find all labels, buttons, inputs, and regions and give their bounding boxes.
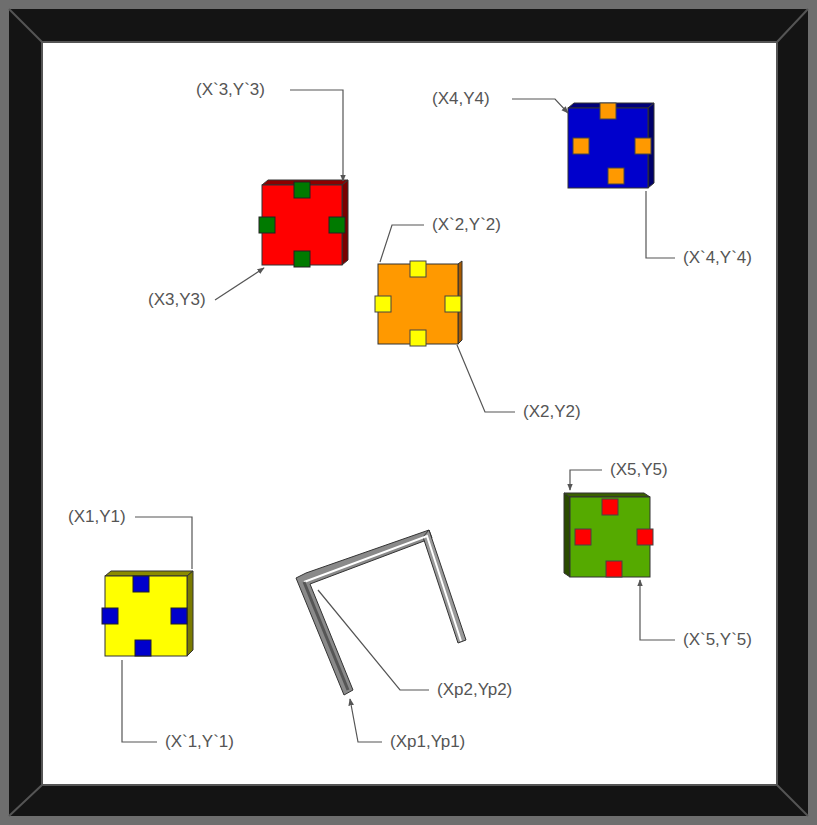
coordinate-label: (X4,Y4)	[432, 89, 490, 109]
coordinate-label: (X`2,Y`2)	[432, 215, 501, 235]
coordinate-label: (X`3,Y`3)	[196, 80, 265, 100]
coordinate-label: (Xp1,Yp1)	[390, 732, 465, 752]
coordinate-label: (X`4,Y`4)	[683, 248, 752, 268]
coordinate-label: (X2,Y2)	[523, 402, 581, 422]
yellow-cube	[102, 571, 193, 656]
green-cube	[564, 493, 653, 577]
coordinate-label: (X`5,Y`5)	[683, 630, 752, 650]
coordinate-label: (X`1,Y`1)	[165, 732, 234, 752]
blue-cube	[568, 103, 654, 188]
coordinate-label: (X5,Y5)	[610, 460, 668, 480]
bent-plate	[296, 530, 466, 695]
leader-lines	[122, 90, 675, 742]
red-cube	[259, 180, 348, 267]
orange-cube	[375, 261, 462, 346]
coordinate-label: (Xp2,Yp2)	[437, 680, 512, 700]
coordinate-label: (X1,Y1)	[68, 507, 126, 527]
coordinate-label: (X3,Y3)	[148, 290, 206, 310]
